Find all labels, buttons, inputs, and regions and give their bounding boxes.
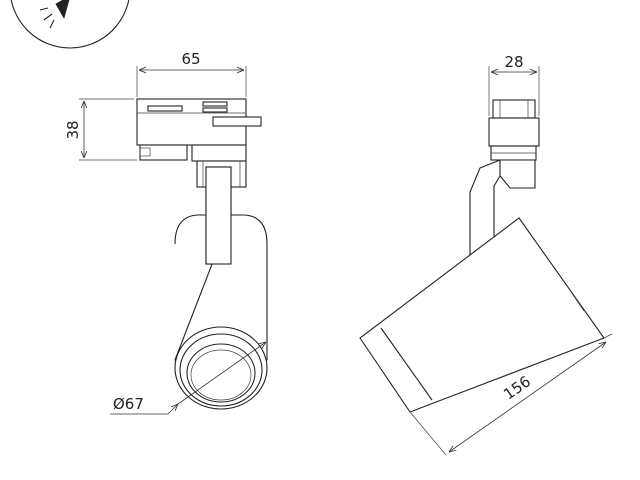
dimension-width: 65 [136, 50, 247, 97]
dimension-depth-label: 28 [504, 53, 523, 71]
side-view [359, 99, 605, 413]
dimension-diameter: Ø67 [110, 342, 266, 415]
front-view [136, 98, 268, 410]
lamp-rim [174, 326, 268, 410]
dimension-length-label: 156 [500, 372, 534, 403]
dimension-width-label: 65 [181, 50, 200, 68]
dimension-depth: 28 [488, 53, 540, 116]
dimension-height: 38 [64, 98, 137, 161]
dimension-diameter-label: Ø67 [113, 395, 144, 413]
latch-lever [212, 116, 262, 127]
dimension-height-label: 38 [64, 120, 82, 139]
side-lamp-body [359, 217, 605, 413]
lamp-cylinder [174, 214, 268, 361]
spotlight-badge-icon [10, 0, 130, 49]
